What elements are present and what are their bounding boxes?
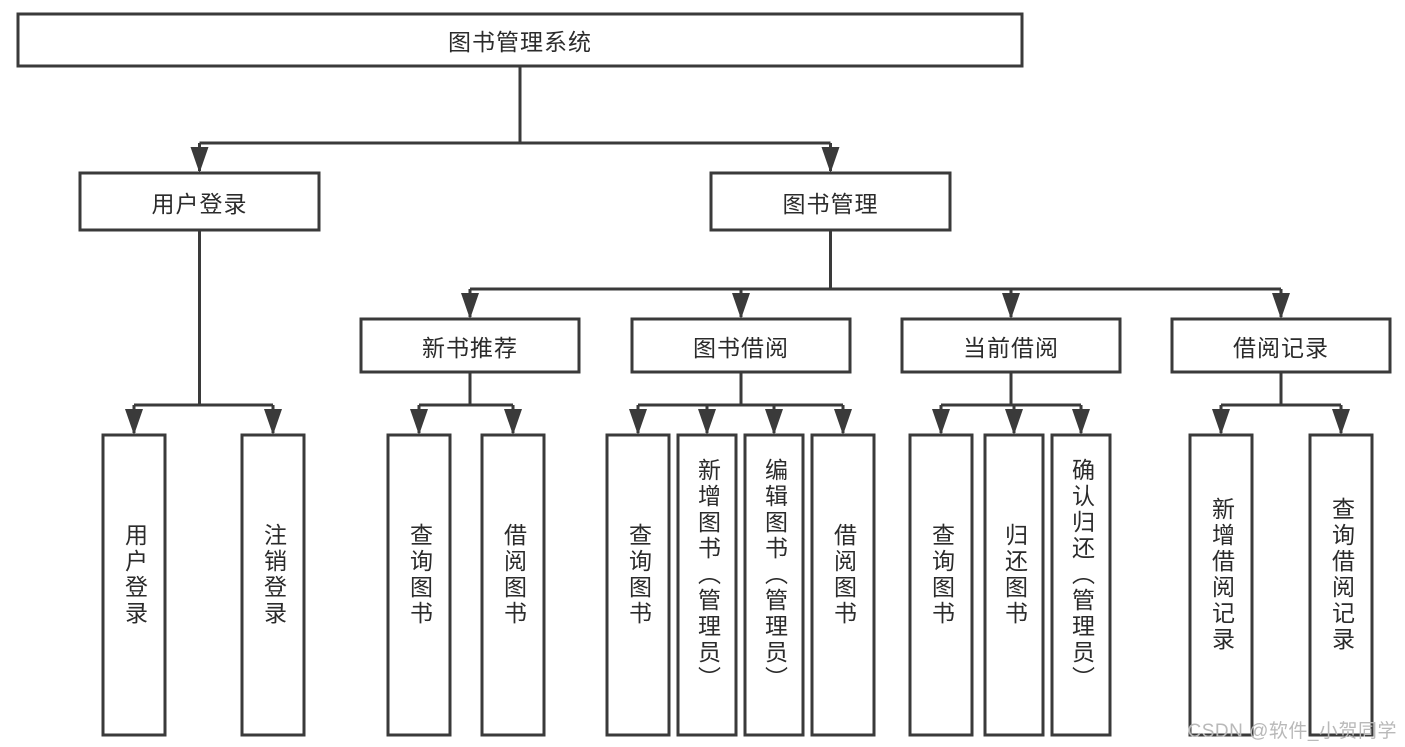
l3-book-borrow-arrow-0 xyxy=(629,409,647,435)
l3-current-borrow-arrow-2 xyxy=(1072,409,1090,435)
l4-query-book-rec-box xyxy=(386,433,452,737)
l4-return-book-box xyxy=(983,433,1045,737)
l3-new-book-rec-box xyxy=(359,317,581,374)
l3-current-borrow-arrow-0 xyxy=(932,409,950,435)
l2-user-login-arrow-0 xyxy=(125,409,143,435)
l4-query-book-current-box xyxy=(908,433,974,737)
l3-book-borrow-arrow-1 xyxy=(698,409,716,435)
root-box xyxy=(16,12,1024,68)
l3-book-borrow-arrow-2 xyxy=(765,409,783,435)
l3-book-borrow-arrow-3 xyxy=(834,409,852,435)
connector-layer xyxy=(125,66,1350,435)
l3-borrow-record-arrow-0 xyxy=(1212,409,1230,435)
l2-book-manage-arrow-1 xyxy=(732,293,750,319)
root-arrow-0 xyxy=(190,147,209,173)
l4-confirm-return-admin-box xyxy=(1050,433,1112,737)
l2-book-manage-arrow-0 xyxy=(461,293,479,319)
l2-user-login-arrow-1 xyxy=(264,409,282,435)
l3-current-borrow-arrow-1 xyxy=(1005,409,1023,435)
l4-add-borrow-record-box xyxy=(1188,433,1254,737)
l4-borrow-book-rec-box xyxy=(480,433,546,737)
l4-edit-book-admin-box xyxy=(743,433,805,737)
l4-query-borrow-record-box xyxy=(1308,433,1374,737)
l3-new-book-rec-arrow-0 xyxy=(410,409,428,435)
l2-user-login-box xyxy=(78,171,321,232)
l3-borrow-record-arrow-1 xyxy=(1332,409,1350,435)
box-layer xyxy=(16,12,1392,737)
l3-borrow-record-box xyxy=(1170,317,1392,374)
l3-user-logout-box xyxy=(240,433,306,737)
l3-new-book-rec-arrow-1 xyxy=(504,409,522,435)
l3-current-borrow-box xyxy=(900,317,1122,374)
l2-book-manage-arrow-3 xyxy=(1272,293,1290,319)
l3-book-borrow-box xyxy=(630,317,852,374)
l4-query-book-borrow-box xyxy=(605,433,671,737)
l4-borrow-book-do-box xyxy=(810,433,876,737)
l2-book-manage-arrow-2 xyxy=(1002,293,1020,319)
l2-book-manage-box xyxy=(709,171,952,232)
l3-user-login-do-box xyxy=(101,433,167,737)
root-arrow-1 xyxy=(821,147,840,173)
l4-add-book-admin-box xyxy=(676,433,738,737)
